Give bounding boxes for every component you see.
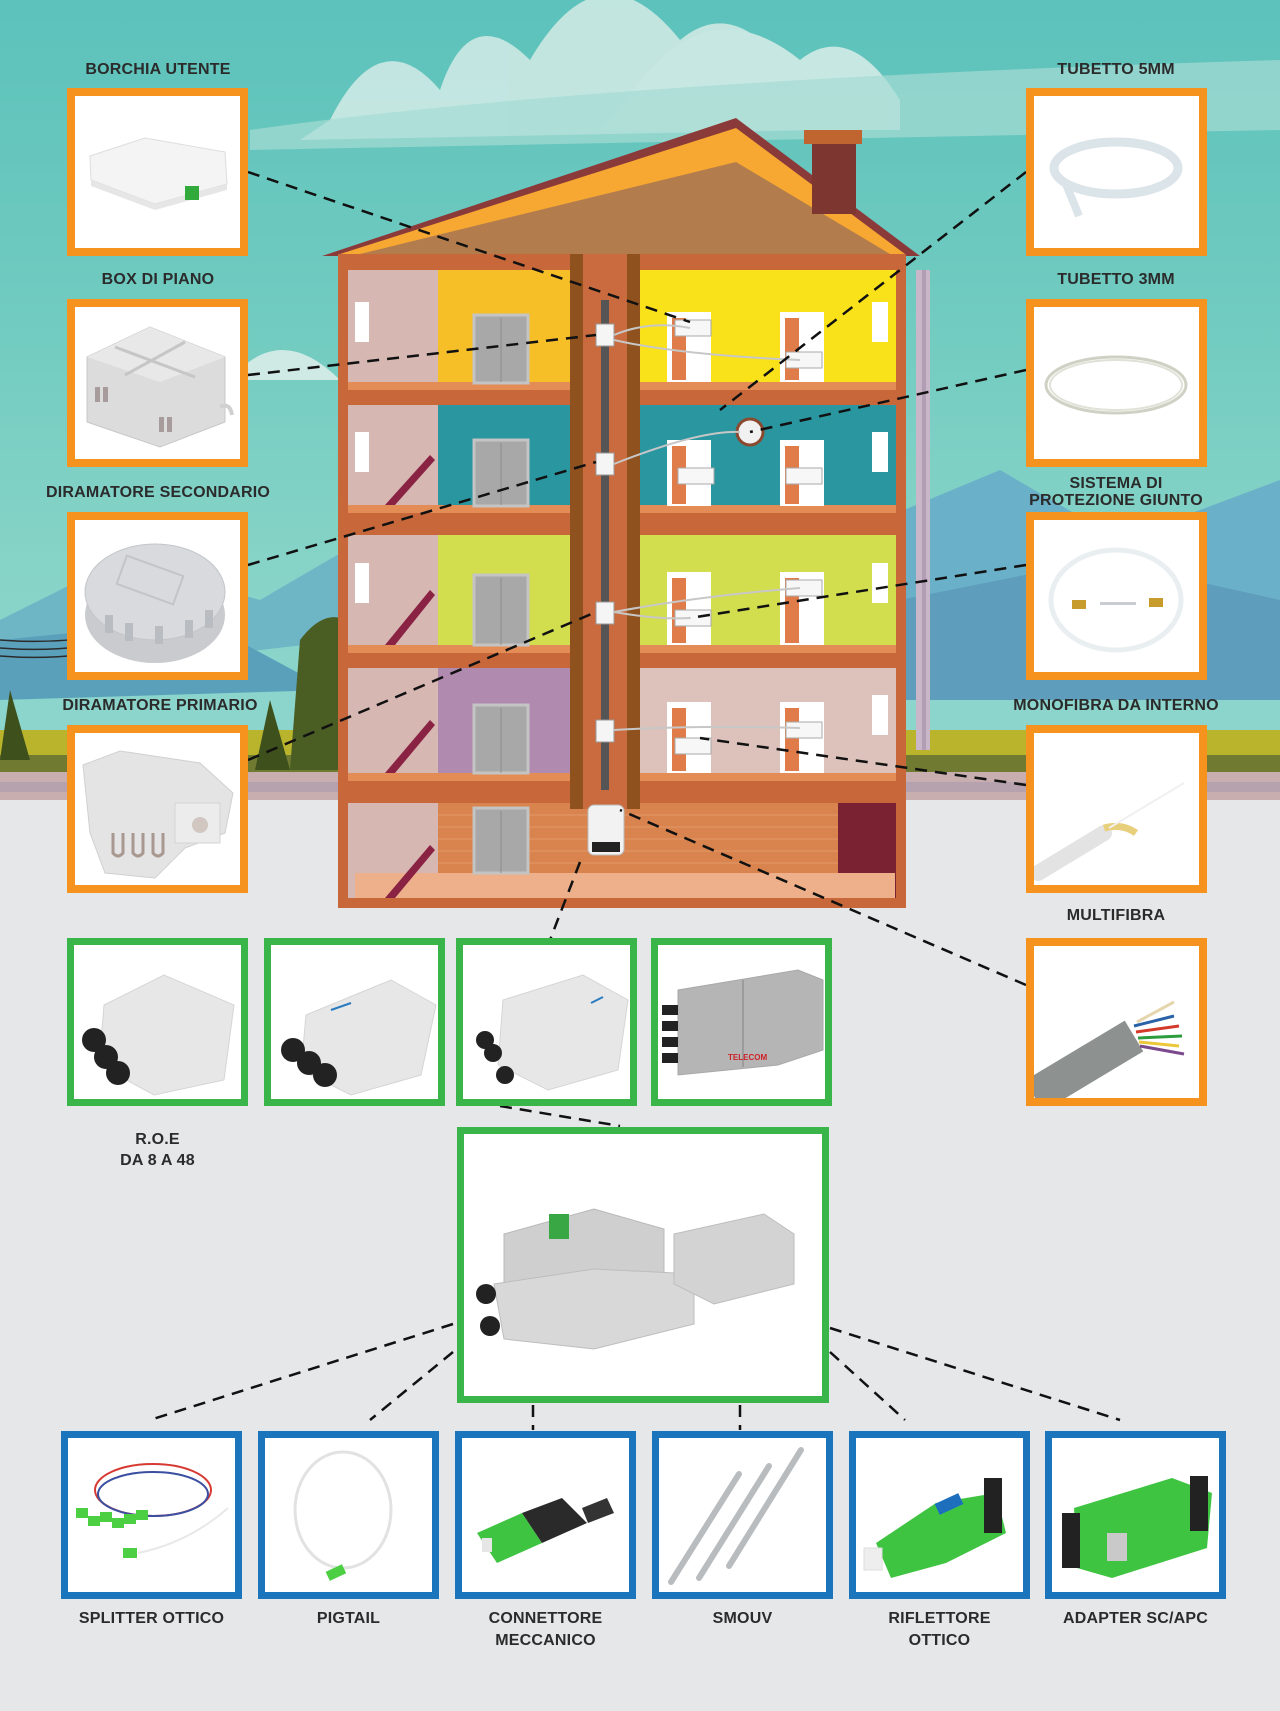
floor-box-icon bbox=[86, 326, 234, 448]
product-card-diramatore-secondario[interactable] bbox=[67, 512, 248, 680]
label-tubetto-3mm: TUBETTO 3MM bbox=[1057, 271, 1175, 288]
roe-box-side-glands-icon bbox=[476, 974, 629, 1091]
roe-card-4[interactable]: TELECOM bbox=[651, 938, 832, 1106]
label-riflettore-ottico-line1: RIFLETTORE bbox=[888, 1610, 991, 1627]
mechanical-connector-icon bbox=[477, 1498, 614, 1563]
product-card-adapter-sc-apc[interactable] bbox=[1045, 1431, 1226, 1599]
product-card-pigtail[interactable] bbox=[258, 1431, 439, 1599]
product-card-splitter-ottico[interactable] bbox=[61, 1431, 242, 1599]
product-card-borchia-utente[interactable] bbox=[67, 88, 248, 256]
single-fiber-cable-icon bbox=[1034, 782, 1185, 881]
primary-splitter-icon bbox=[82, 750, 234, 879]
roe-card-2[interactable] bbox=[264, 938, 445, 1106]
product-card-smouv[interactable] bbox=[652, 1431, 833, 1599]
optical-reflector-icon bbox=[863, 1478, 1006, 1578]
thin-tube-coil-icon bbox=[1044, 355, 1188, 415]
product-card-multifibra[interactable] bbox=[1026, 938, 1207, 1106]
svg-text:TELECOM: TELECOM bbox=[728, 1053, 767, 1062]
label-adapter-sc-apc: ADAPTER SC/APC bbox=[1062, 1610, 1209, 1627]
tube-coil-icon bbox=[1049, 137, 1183, 218]
label-box-di-piano: BOX DI PIANO bbox=[101, 271, 215, 288]
multi-fiber-cable-icon bbox=[1034, 1000, 1185, 1098]
label-tubetto-5mm: TUBETTO 5MM bbox=[1057, 61, 1175, 78]
label-roe-line2: DA 8 A 48 bbox=[120, 1152, 195, 1169]
roe-card-1[interactable] bbox=[67, 938, 248, 1106]
round-splitter-icon bbox=[84, 543, 226, 663]
label-riflettore-ottico-line2: OTTICO bbox=[908, 1632, 971, 1649]
label-sistema-protezione-giunto-line2: PROTEZIONE GIUNTO bbox=[1029, 492, 1203, 509]
label-diramatore-primario: DIRAMATORE PRIMARIO bbox=[62, 697, 258, 714]
product-card-diramatore-primario[interactable] bbox=[67, 725, 248, 893]
sc-apc-adapter-icon bbox=[1062, 1476, 1212, 1578]
product-card-sistema-protezione-giunto[interactable] bbox=[1026, 512, 1207, 680]
product-card-connettore-meccanico[interactable] bbox=[455, 1431, 636, 1599]
label-connettore-meccanico-line2: MECCANICO bbox=[495, 1632, 596, 1649]
smouv-sleeves-icon bbox=[668, 1447, 804, 1585]
roe-card-3[interactable] bbox=[456, 938, 637, 1106]
roe-box-3-glands-branded-icon bbox=[281, 979, 437, 1096]
product-card-tubetto-5mm[interactable] bbox=[1026, 88, 1207, 256]
optical-splitter-icon bbox=[76, 1463, 229, 1558]
wall-outlet-box-icon bbox=[89, 137, 228, 210]
product-card-tubetto-3mm[interactable] bbox=[1026, 299, 1207, 467]
product-card-box-di-piano[interactable] bbox=[67, 299, 248, 467]
label-splitter-ottico: SPLITTER OTTICO bbox=[78, 1610, 225, 1627]
open-roe-box-icon bbox=[476, 1208, 795, 1350]
pigtail-icon bbox=[293, 1450, 393, 1581]
roe-box-telecom-icon: TELECOM bbox=[662, 969, 824, 1076]
label-monofibra-da-interno: MONOFIBRA DA INTERNO bbox=[1013, 697, 1219, 714]
splice-protection-icon bbox=[1048, 547, 1184, 653]
label-connettore-meccanico-line1: CONNETTORE bbox=[488, 1610, 603, 1627]
label-roe-line1: R.O.E bbox=[135, 1131, 180, 1148]
roe-box-3-glands-icon bbox=[82, 974, 235, 1096]
open-roe-box-card[interactable] bbox=[457, 1127, 829, 1403]
label-pigtail: PIGTAIL bbox=[316, 1610, 381, 1627]
label-smouv: SMOUV bbox=[712, 1610, 773, 1627]
product-card-monofibra-da-interno[interactable] bbox=[1026, 725, 1207, 893]
label-sistema-protezione-giunto-line1: SISTEMA DI bbox=[1069, 475, 1163, 492]
label-diramatore-secondario: DIRAMATORE SECONDARIO bbox=[45, 484, 271, 501]
product-card-riflettore-ottico[interactable] bbox=[849, 1431, 1030, 1599]
label-multifibra: MULTIFIBRA bbox=[1066, 907, 1166, 924]
label-borchia-utente: BORCHIA UTENTE bbox=[85, 61, 231, 78]
